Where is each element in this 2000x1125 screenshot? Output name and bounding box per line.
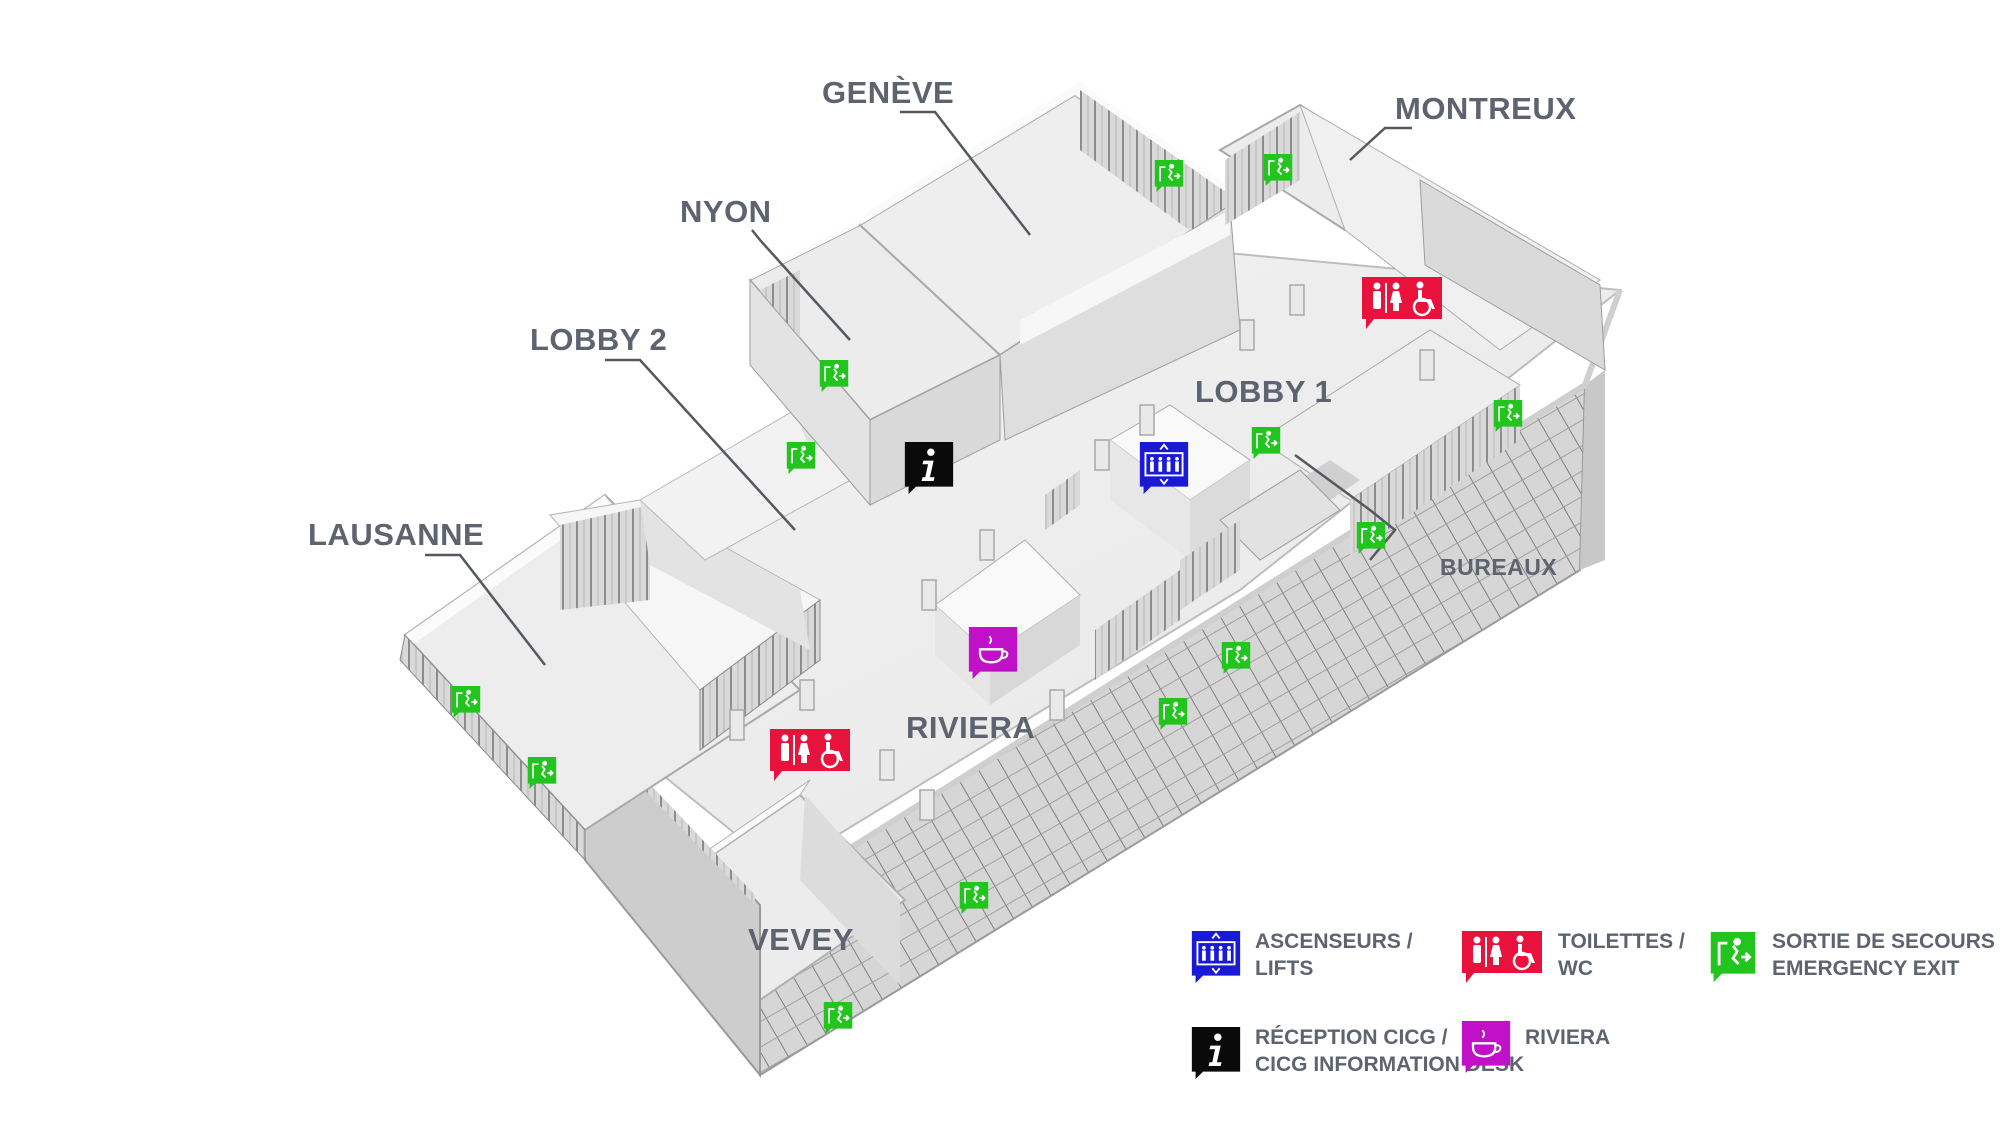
legend-item-exit: SORTIE DE SECOURS / EMERGENCY EXIT bbox=[1709, 930, 2000, 984]
legend-lifts-line2: LIFTS bbox=[1255, 957, 1313, 980]
room-label-bureaux: BUREAUX bbox=[1440, 554, 1557, 580]
room-label-vevey: VEVEY bbox=[748, 922, 854, 957]
room-label-nyon: NYON bbox=[680, 194, 772, 229]
lifts-icon bbox=[1138, 441, 1190, 495]
room-label-montreux: MONTREUX bbox=[1395, 91, 1576, 126]
legend-toilets-line2: WC bbox=[1558, 957, 1593, 980]
information-icon bbox=[904, 442, 954, 494]
legend-toilets-line1: TOILETTES / bbox=[1558, 930, 1685, 953]
room-labels: GENÈVE MONTREUX NYON LOBBY 2 LOBBY 1 LAU… bbox=[308, 75, 1576, 957]
legend-item-toilets: TOILETTES / WC bbox=[1460, 929, 1685, 985]
coffee-cup-icon bbox=[967, 625, 1019, 681]
room-label-lobby2: LOBBY 2 bbox=[530, 322, 667, 357]
room-label-geneve: GENÈVE bbox=[822, 75, 954, 110]
legend-exit-line2: EMERGENCY EXIT bbox=[1772, 957, 1960, 980]
legend-item-riviera: RIVIERA bbox=[1460, 1019, 1610, 1075]
room-label-lausanne: LAUSANNE bbox=[308, 517, 484, 552]
room-label-riviera: RIVIERA bbox=[906, 710, 1035, 745]
legend-reception-line2: CICG INFORMATION DESK bbox=[1255, 1053, 1524, 1076]
label-leader-lines bbox=[425, 110, 1412, 666]
lifts-icon bbox=[1190, 930, 1242, 984]
legend-reception-line1: RÉCEPTION CICG / bbox=[1255, 1026, 1448, 1049]
emergency-exit-icon bbox=[822, 1001, 854, 1035]
information-icon bbox=[1191, 1027, 1241, 1079]
coffee-cup-icon bbox=[1460, 1019, 1512, 1075]
legend-lifts-line1: ASCENSEURS / bbox=[1255, 930, 1413, 953]
legend: ASCENSEURS / LIFTS TOILETTES / WC SORTIE… bbox=[1190, 929, 2000, 1079]
building-3d-model bbox=[399, 82, 1623, 1078]
legend-exit-line1: SORTIE DE SECOURS / bbox=[1772, 930, 2000, 953]
room-label-lobby1: LOBBY 1 bbox=[1195, 374, 1332, 409]
legend-riviera: RIVIERA bbox=[1525, 1026, 1610, 1049]
legend-item-reception: RÉCEPTION CICG / CICG INFORMATION DESK bbox=[1191, 1026, 1524, 1079]
toilets-icon bbox=[1460, 929, 1544, 985]
legend-item-lifts: ASCENSEURS / LIFTS bbox=[1190, 930, 1413, 984]
emergency-exit-icon bbox=[1709, 930, 1757, 984]
